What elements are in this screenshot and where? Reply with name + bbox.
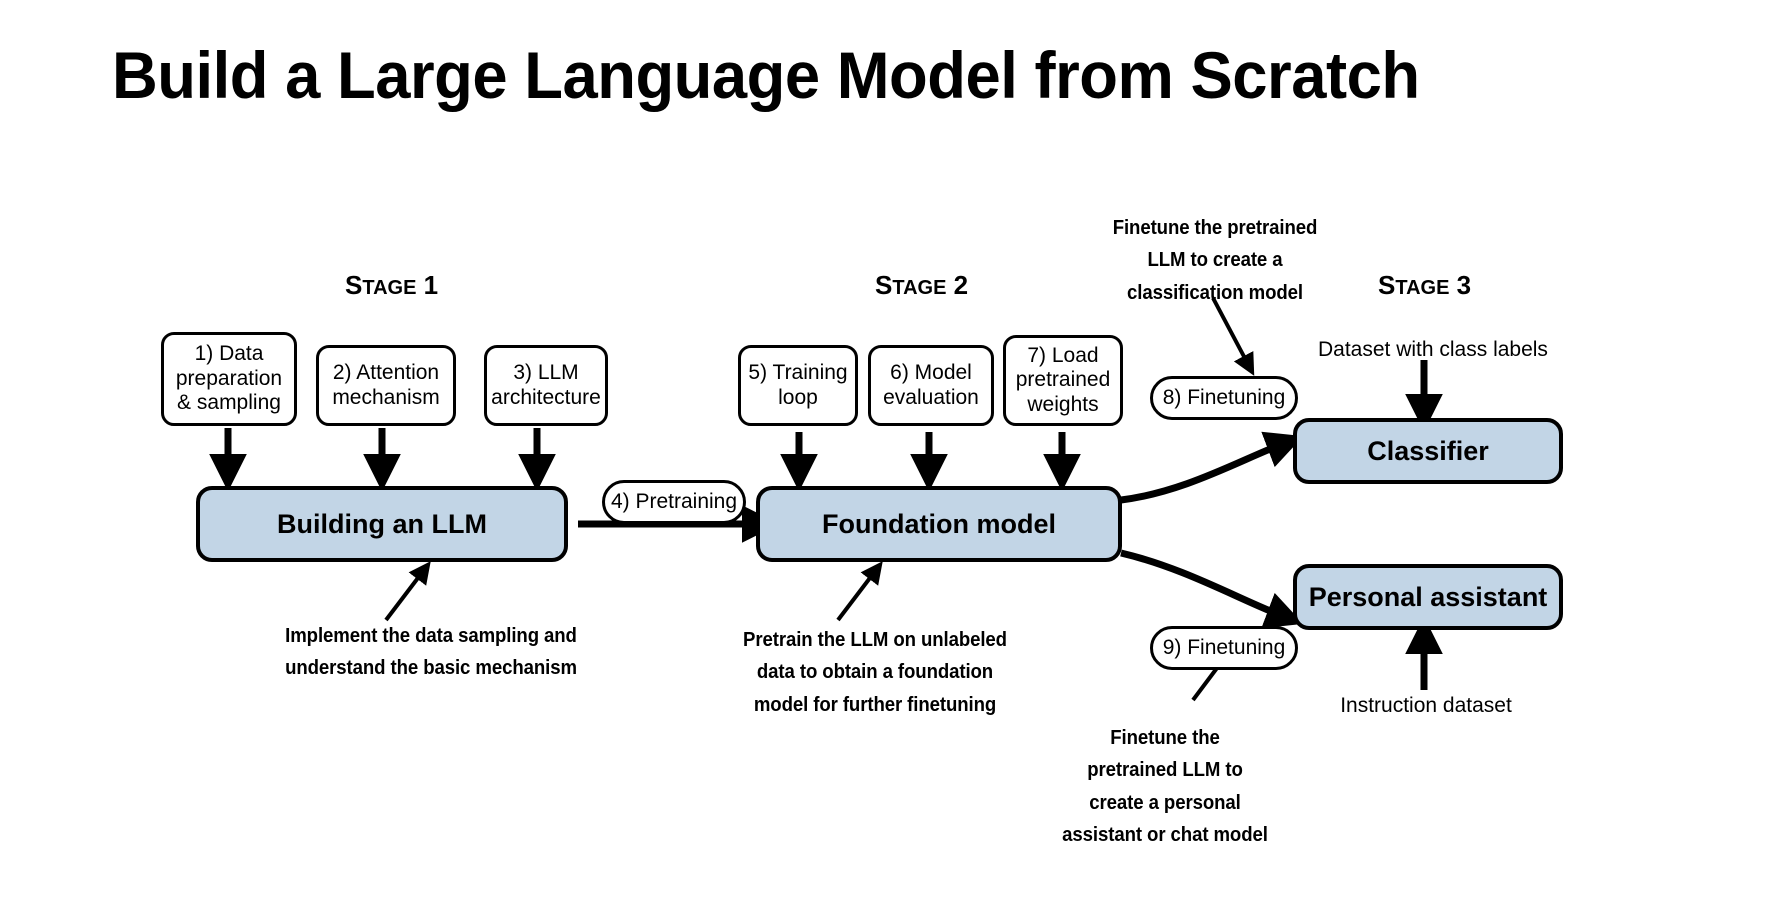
label-dataset-with-class-labels: Dataset with class labels: [1318, 338, 1548, 361]
stage1-down-arrows: [209, 428, 556, 492]
label-instruction-dataset: Instruction dataset: [1340, 694, 1512, 717]
foundation-to-classifier-curve: [1120, 431, 1304, 504]
blue-box-foundation-model-label: Foundation model: [822, 508, 1056, 539]
blue-box-foundation-model[interactable]: Foundation model: [756, 486, 1122, 562]
step-box-load-pretrained-weights[interactable]: 7) Load pretrained weights: [1003, 335, 1123, 426]
pill-finetuning-8[interactable]: 8) Finetuning: [1150, 376, 1298, 420]
step-box-model-evaluation-text: 6) Model evaluation: [883, 360, 979, 409]
step-box-load-pretrained-weights-text: 7) Load pretrained weights: [1015, 343, 1111, 416]
pill-pretraining-label: 4) Pretraining: [610, 490, 738, 513]
step-box-data-preparation-text: 1) Data preparation & sampling: [175, 342, 283, 415]
step-box-model-evaluation[interactable]: 6) Model evaluation: [868, 345, 994, 426]
stage-1-heading-initial: S: [345, 270, 363, 300]
blue-box-building-an-llm-label: Building an LLM: [277, 508, 487, 539]
stage-2-heading: STAGE 2: [875, 272, 968, 298]
stage-2-heading-number: 2: [946, 270, 969, 300]
stage-2-heading-rest: TAGE: [892, 277, 947, 299]
pill-finetuning-8-label: 8) Finetuning: [1162, 386, 1286, 409]
note-classification-finetuning: Finetune the pretrained LLM to create a …: [1112, 217, 1318, 304]
blue-box-classifier[interactable]: Classifier: [1293, 418, 1563, 484]
note-stage1-implement: Implement the data sampling and understa…: [285, 625, 577, 680]
blue-box-building-an-llm[interactable]: Building an LLM: [196, 486, 568, 562]
pill-pretraining[interactable]: 4) Pretraining: [602, 480, 746, 524]
pill-finetuning-9-label: 9) Finetuning: [1162, 636, 1286, 659]
stage-1-heading-rest: TAGE: [362, 277, 417, 299]
stage2-note-pointer: [836, 561, 883, 622]
note-assistant-finetuning: Finetune the pretrained LLM to create a …: [1062, 727, 1268, 847]
stage2-down-arrows: [780, 432, 1081, 492]
blue-box-personal-assistant-label: Personal assistant: [1308, 581, 1548, 612]
blue-box-classifier-label: Classifier: [1367, 435, 1489, 466]
stage-2-heading-initial: S: [875, 270, 893, 300]
note-stage2-pretrain: Pretrain the LLM on unlabeled data to ob…: [743, 629, 1007, 716]
step-box-llm-architecture-text: 3) LLM architecture: [491, 360, 601, 409]
stage-1-heading-number: 1: [416, 270, 439, 300]
stage-3-heading-initial: S: [1378, 270, 1396, 300]
page-title: Build a Large Language Model from Scratc…: [112, 38, 1420, 112]
stage1-note-pointer: [384, 561, 431, 622]
step-box-training-loop-text: 5) Training loop: [748, 360, 848, 409]
step-box-data-preparation[interactable]: 1) Data preparation & sampling: [161, 332, 297, 426]
foundation-to-assistant-curve: [1120, 549, 1304, 629]
stage-3-heading-rest: TAGE: [1395, 277, 1450, 299]
step-box-attention-mechanism[interactable]: 2) Attention mechanism: [316, 345, 456, 426]
blue-box-personal-assistant[interactable]: Personal assistant: [1293, 564, 1563, 630]
stage-3-heading-number: 3: [1449, 270, 1472, 300]
stage-1-heading: STAGE 1: [345, 272, 438, 298]
step-box-attention-mechanism-text: 2) Attention mechanism: [332, 360, 440, 409]
pill-finetuning-9[interactable]: 9) Finetuning: [1150, 626, 1298, 670]
step-box-llm-architecture[interactable]: 3) LLM architecture: [484, 345, 608, 426]
stage-3-heading: STAGE 3: [1378, 272, 1471, 298]
step-box-training-loop[interactable]: 5) Training loop: [738, 345, 858, 426]
